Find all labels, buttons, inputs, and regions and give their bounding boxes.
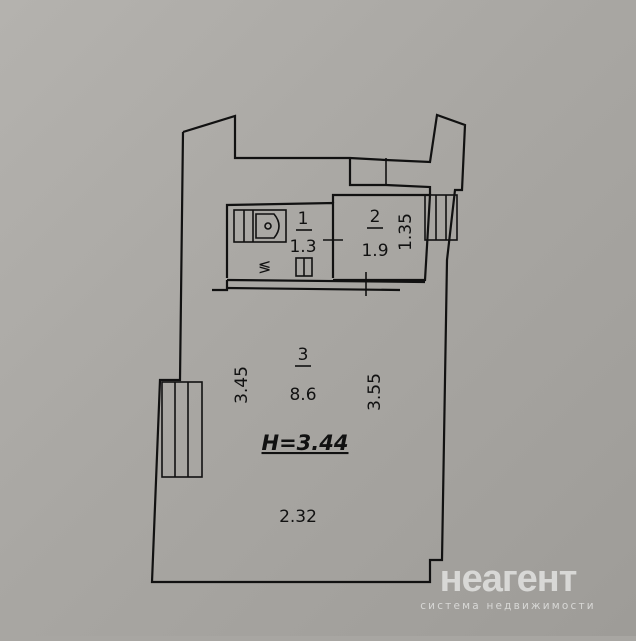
room-3-dim-left: 3.45 (232, 366, 252, 404)
watermark-logo: неагент система недвижимости (408, 560, 608, 612)
room-1-number: 1 (298, 209, 309, 229)
room-3-number: 3 (298, 345, 309, 365)
room-2-wall (331, 193, 432, 282)
room-3-wall (212, 280, 229, 292)
watermark-tagline: система недвижимости (420, 600, 596, 612)
watermark-brand: неагент (439, 558, 578, 600)
room-2-area: 1.9 (361, 241, 388, 261)
svg-text:≶: ≶ (258, 257, 271, 276)
toilet-icon (233, 209, 287, 243)
stairs-left (161, 381, 203, 478)
room-3-area: 8.6 (289, 385, 316, 405)
ceiling-height: H=3.44 (262, 431, 349, 455)
stairs-right (424, 194, 458, 241)
room-1-area: 1.3 (289, 237, 316, 257)
outer-wall (150, 113, 467, 584)
room-3-dim-bottom: 2.32 (279, 507, 317, 527)
shower-icon: ≶ (258, 257, 313, 277)
room-2-number: 2 (370, 207, 381, 227)
upper-corridor-wall (348, 158, 432, 195)
room-2-dimension: 1.35 (396, 213, 416, 251)
room-1-wall (225, 201, 335, 278)
room-3-dim-right: 3.55 (365, 373, 385, 411)
